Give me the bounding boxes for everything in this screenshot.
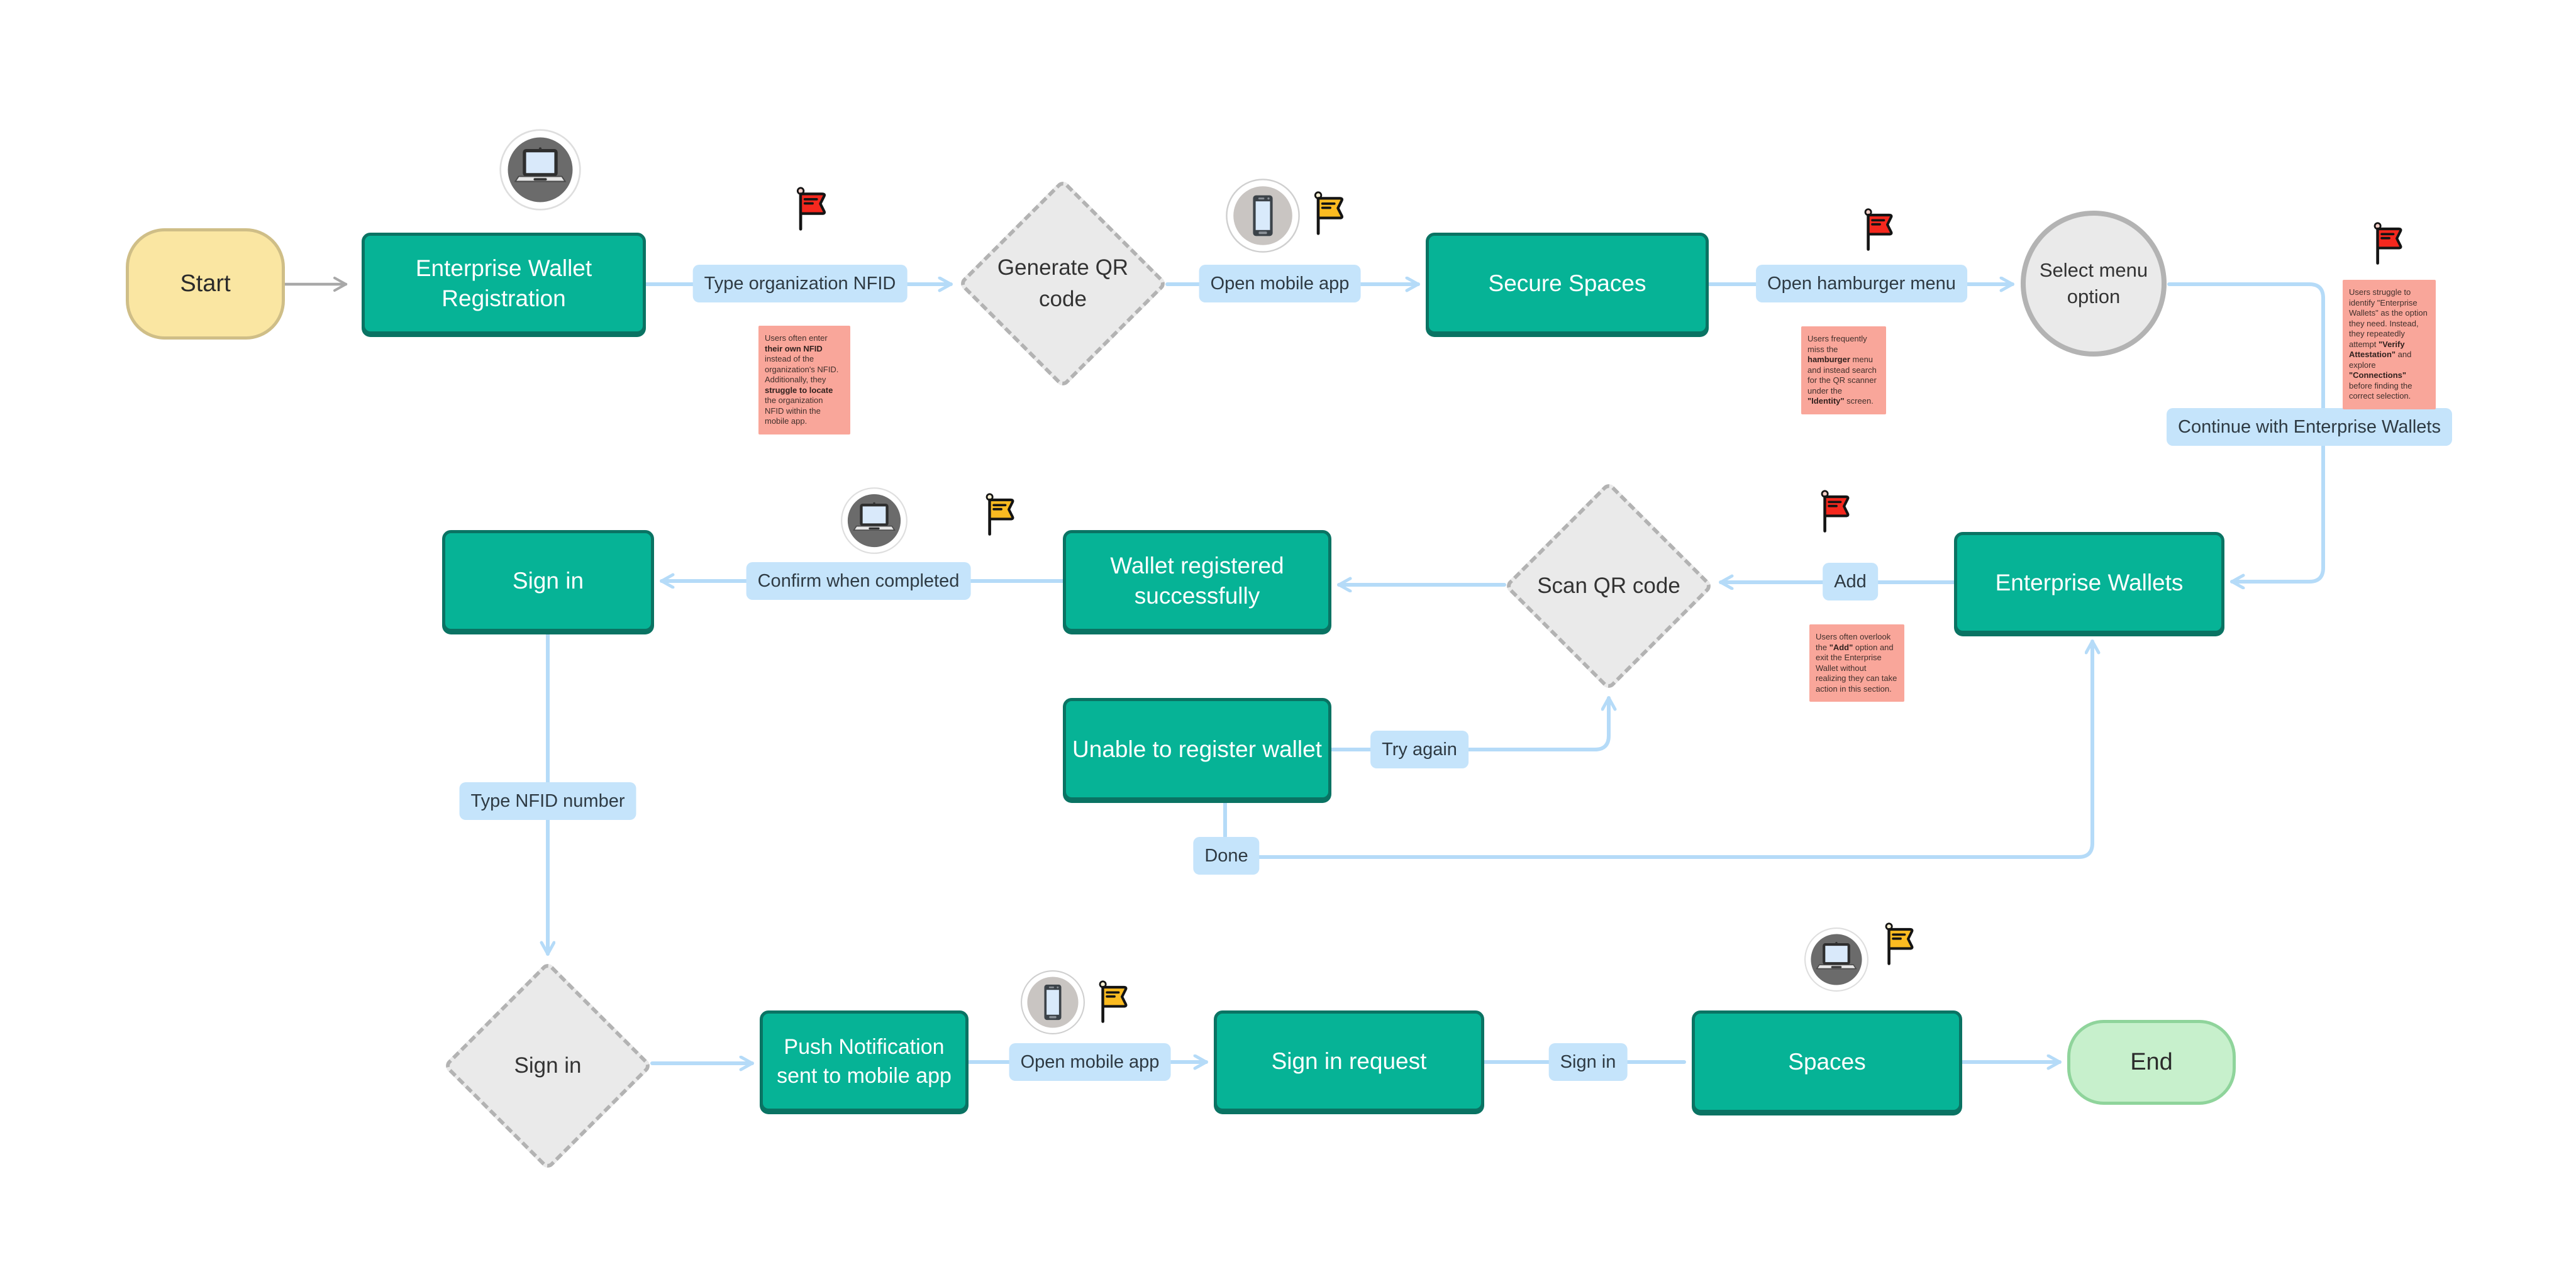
node-end[interactable]: End — [2067, 1020, 2236, 1105]
node-label: Push Notification sent to mobile app — [777, 1034, 952, 1088]
node-generate-qr-code[interactable]: Generate QR code — [958, 179, 1168, 389]
node-label: Select menu option — [2039, 259, 2148, 307]
node-label: Sign in request — [1271, 1048, 1427, 1074]
mobile-icon[interactable] — [1020, 970, 1085, 1035]
note-text-segment: instead of the organization's NFID. Addi… — [765, 354, 839, 384]
mobile-icon[interactable] — [1225, 178, 1301, 253]
node-label: Wallet registered successfully — [1110, 553, 1284, 609]
sticky-note-hamburger-menu[interactable]: Users frequently miss the hamburger menu… — [1801, 326, 1886, 414]
note-text-segment: their own NFID — [765, 343, 823, 353]
red-flag-icon[interactable] — [2372, 221, 2407, 267]
node-label: Unable to register wallet — [1072, 736, 1322, 762]
node-label: Enterprise Wallets — [1995, 570, 2184, 595]
laptop-icon[interactable] — [499, 128, 582, 211]
node-secure-spaces[interactable]: Secure Spaces — [1426, 233, 1709, 335]
note-text-segment: Users struggle to identify "Enterprise W… — [2349, 287, 2428, 349]
node-scan-qr-code[interactable]: Scan QR code — [1504, 481, 1714, 691]
node-start-label: Start — [180, 270, 231, 297]
edge-label-done[interactable]: Done — [1193, 837, 1260, 875]
node-unable-to-register-wallet[interactable]: Unable to register wallet — [1063, 698, 1331, 800]
node-label: Spaces — [1788, 1048, 1866, 1075]
edge-label-try-again[interactable]: Try again — [1370, 731, 1468, 768]
node-spaces[interactable]: Spaces — [1692, 1010, 1962, 1113]
connector-try-again-to-scan-qr — [1330, 696, 1609, 751]
yellow-flag-icon[interactable] — [1097, 980, 1133, 1025]
node-sign-in-request[interactable]: Sign in request — [1214, 1010, 1484, 1112]
node-enterprise-wallet-registration[interactable]: Enterprise Wallet Registration — [362, 233, 646, 335]
decision-shape — [958, 179, 1168, 389]
node-start[interactable]: Start — [126, 228, 285, 340]
note-text-segment: "Identity" — [1807, 396, 1845, 406]
laptop-icon[interactable] — [840, 487, 908, 555]
note-text-segment: struggle to locate — [765, 385, 833, 395]
decision-shape — [443, 961, 653, 1171]
note-text-segment: "Verify Attestation" — [2349, 339, 2405, 360]
laptop-icon[interactable] — [1804, 927, 1869, 992]
note-text-segment: "Connections" — [2349, 370, 2407, 380]
connector-done-to-enterprise-wallets — [1250, 639, 2092, 859]
note-text-segment: the organization NFID within the mobile … — [765, 396, 823, 426]
edge-label-open-mobile-app-1[interactable]: Open mobile app — [1199, 265, 1361, 302]
decision-shape — [1504, 481, 1714, 691]
node-select-menu-option[interactable]: Select menu option — [2021, 211, 2167, 357]
note-text-segment: screen. — [1844, 396, 1874, 406]
node-enterprise-wallets[interactable]: Enterprise Wallets — [1954, 532, 2224, 634]
node-label: Sign in — [512, 568, 584, 594]
note-text-segment: before finding the correct selection. — [2349, 380, 2412, 401]
edge-label-sign-in[interactable]: Sign in — [1548, 1043, 1628, 1081]
sticky-note-add-option[interactable]: Users often overlook the "Add" option an… — [1809, 624, 1904, 702]
node-label: Secure Spaces — [1488, 270, 1646, 296]
node-sign-in-decision[interactable]: Sign in — [443, 961, 653, 1171]
edge-label-type-organization-nfid[interactable]: Type organization NFID — [692, 265, 908, 302]
edge-label-add[interactable]: Add — [1823, 563, 1878, 600]
note-text-segment: menu and instead search for the QR scann… — [1807, 355, 1877, 396]
red-flag-icon[interactable] — [1863, 208, 1898, 253]
node-label: Enterprise Wallet Registration — [415, 255, 592, 311]
node-sign-in[interactable]: Sign in — [442, 530, 654, 632]
note-text-segment: option and exit the Enterprise Wallet wi… — [1816, 642, 1897, 694]
edge-label-type-nfid-number[interactable]: Type NFID number — [459, 782, 636, 820]
edge-label-open-hamburger-menu[interactable]: Open hamburger menu — [1756, 265, 1967, 302]
node-wallet-registered-successfully[interactable]: Wallet registered successfully — [1063, 530, 1331, 632]
edge-label-open-mobile-app-2[interactable]: Open mobile app — [1009, 1043, 1171, 1081]
edge-label-continue-with-enterprise-wallets[interactable]: Continue with Enterprise Wallets — [2167, 408, 2452, 446]
note-text-segment: Users often overlook the — [1816, 632, 1891, 652]
sticky-note-own-nfid[interactable]: Users often enter their own NFID instead… — [758, 326, 850, 434]
yellow-flag-icon[interactable] — [1313, 191, 1349, 237]
note-text-segment: and explore — [2349, 350, 2412, 370]
note-text-segment: Users frequently miss the — [1807, 334, 1867, 354]
red-flag-icon[interactable] — [795, 186, 831, 233]
note-text-segment: hamburger — [1807, 355, 1850, 364]
node-end-label: End — [2130, 1049, 2173, 1075]
node-push-notification[interactable]: Push Notification sent to mobile app — [760, 1010, 969, 1112]
yellow-flag-icon[interactable] — [984, 492, 1019, 538]
red-flag-icon[interactable] — [1819, 489, 1855, 534]
edge-label-confirm-when-completed[interactable]: Confirm when completed — [746, 562, 971, 600]
note-text-segment: "Add" — [1829, 642, 1853, 652]
yellow-flag-icon[interactable] — [1884, 922, 1919, 967]
sticky-note-enterprise-wallets-option[interactable]: Users struggle to identify "Enterprise W… — [2343, 280, 2436, 409]
note-text-segment: Users often enter — [765, 333, 828, 343]
